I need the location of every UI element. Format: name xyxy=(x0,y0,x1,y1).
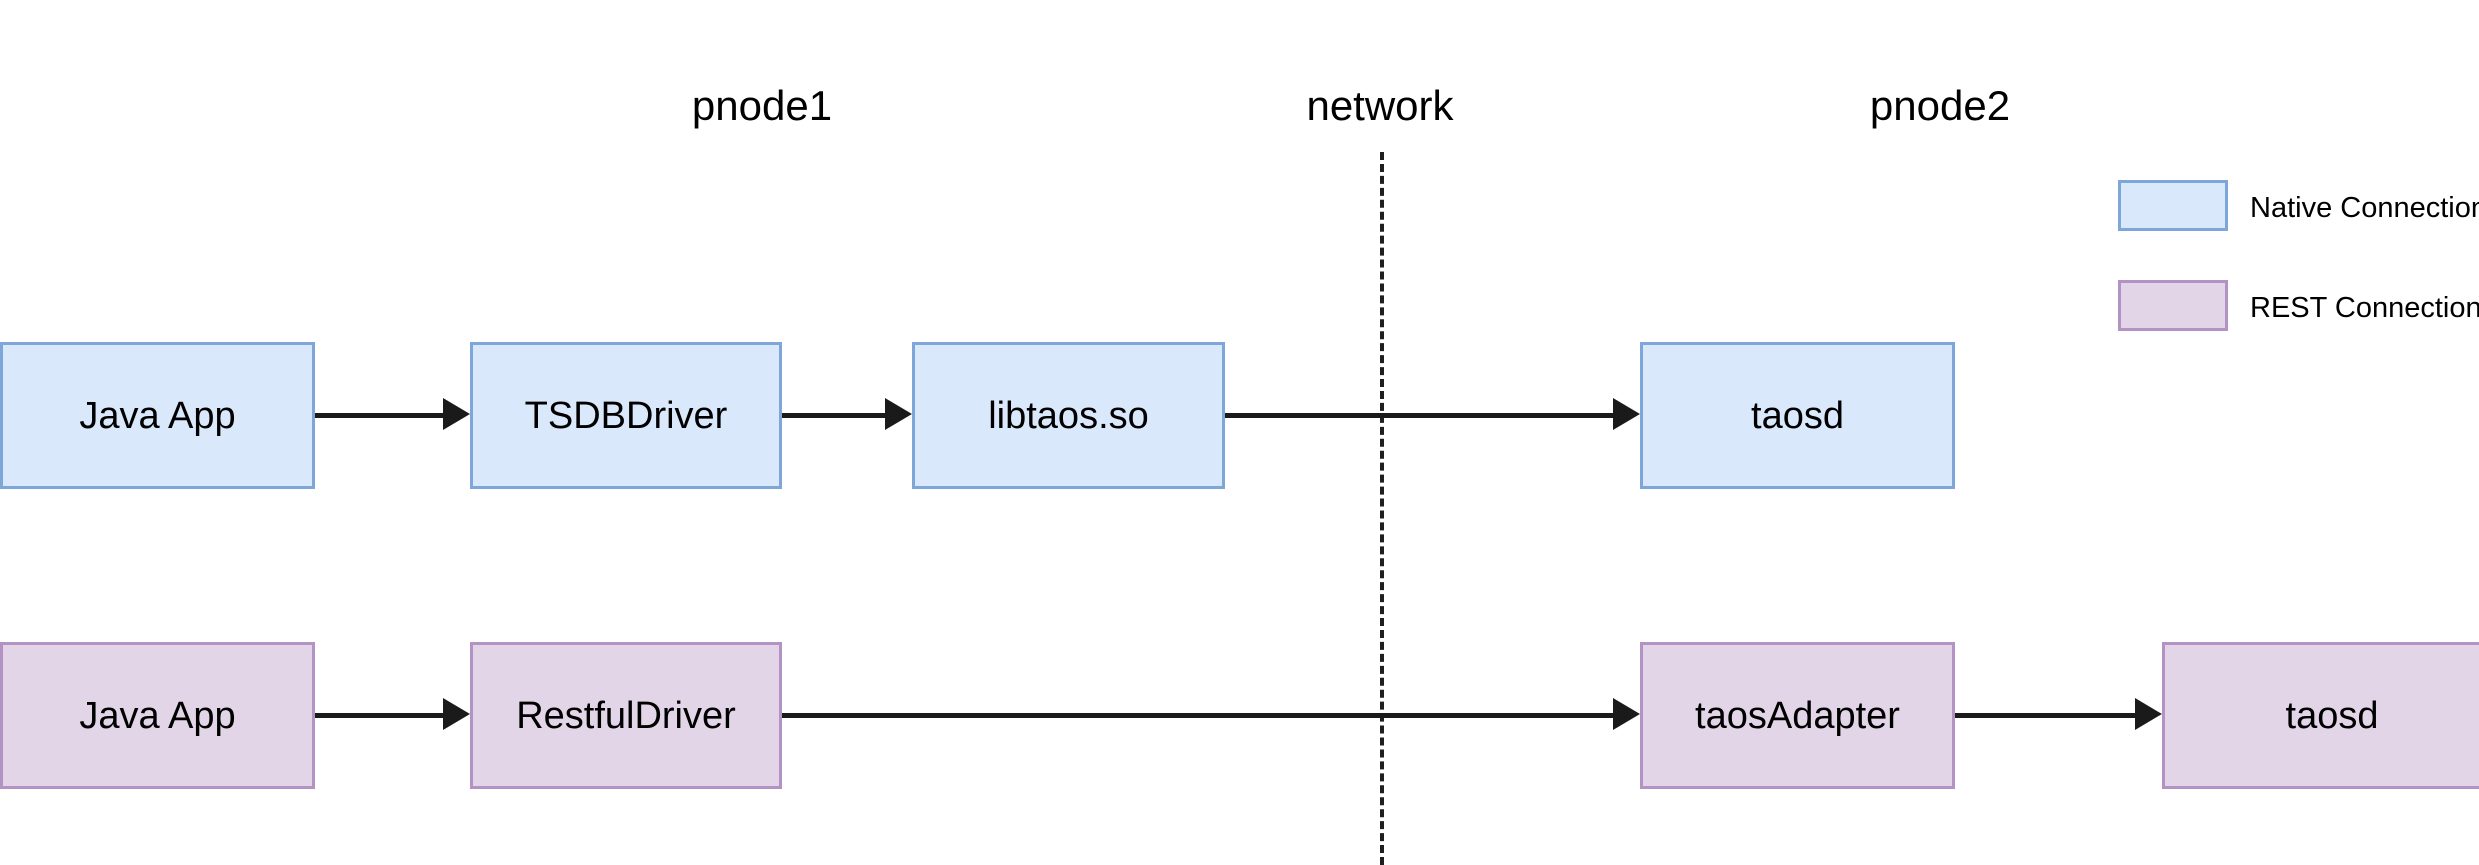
zone-label-network: network xyxy=(1306,82,1454,129)
arrow-adapter-to-taosd xyxy=(2135,698,2162,730)
connector-java-to-restfuldriver xyxy=(315,713,443,718)
connector-tsdbdriver-to-libtaos xyxy=(782,413,885,418)
node-label: taosd xyxy=(2285,694,2379,737)
node-label: libtaos.so xyxy=(988,394,1149,437)
arrow-libtaos-to-taosd xyxy=(1613,398,1640,430)
node-label: taosd xyxy=(1751,394,1844,437)
legend-swatch-native xyxy=(2118,180,2228,231)
node-taosd-native[interactable]: taosd xyxy=(1640,342,1955,489)
connector-restfuldriver-to-adapter xyxy=(782,713,1613,718)
node-restful-driver[interactable]: RestfulDriver xyxy=(470,642,782,789)
node-label: TSDBDriver xyxy=(524,394,728,437)
arrow-tsdbdriver-to-libtaos xyxy=(885,398,912,430)
node-java-app-rest[interactable]: Java App xyxy=(0,642,315,789)
node-taosd-rest[interactable]: taosd xyxy=(2162,642,2479,789)
connector-java-to-tsdbdriver xyxy=(315,413,443,418)
arrow-java-to-tsdbdriver xyxy=(443,398,470,430)
node-java-app-native[interactable]: Java App xyxy=(0,342,315,489)
arrow-restfuldriver-to-adapter xyxy=(1613,698,1640,730)
arrow-java-to-restfuldriver xyxy=(443,698,470,730)
connector-libtaos-to-taosd xyxy=(1225,413,1613,418)
legend-label-rest: REST Connection xyxy=(2250,292,2479,324)
node-label: Java App xyxy=(79,694,236,737)
legend-swatch-rest xyxy=(2118,280,2228,331)
node-label: Java App xyxy=(79,394,236,437)
node-label: taosAdapter xyxy=(1695,694,1900,737)
node-libtaos-so[interactable]: libtaos.so xyxy=(912,342,1225,489)
node-tsdb-driver[interactable]: TSDBDriver xyxy=(470,342,782,489)
legend-label-native: Native Connection xyxy=(2250,192,2479,224)
connector-adapter-to-taosd xyxy=(1955,713,2135,718)
zone-label-pnode2: pnode2 xyxy=(1869,82,2011,129)
zone-label-pnode1: pnode1 xyxy=(691,82,833,129)
node-taos-adapter[interactable]: taosAdapter xyxy=(1640,642,1955,789)
network-divider-line xyxy=(1380,152,1384,865)
node-label: RestfulDriver xyxy=(516,694,736,737)
